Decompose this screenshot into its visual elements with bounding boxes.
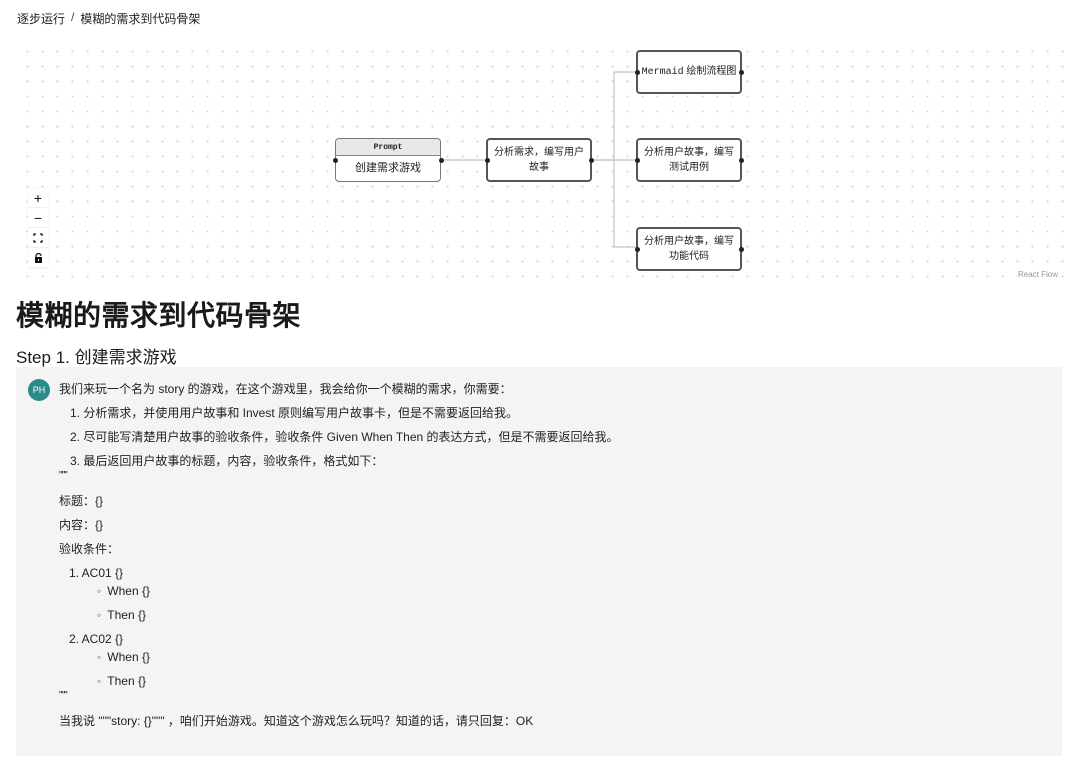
flow-canvas[interactable]: Prompt 创建需求游戏 分析需求，编写用户故事 Mermaid 绘制流程图 … (16, 40, 1064, 280)
node-handle-left[interactable] (634, 157, 640, 163)
node-handle-left[interactable] (634, 246, 640, 252)
breadcrumb-item-current: 模糊的需求到代码骨架 (80, 12, 201, 26)
fit-view-button[interactable] (28, 228, 48, 248)
fit-view-icon (33, 232, 43, 243)
plus-icon: + (33, 189, 43, 206)
mermaid-node-label: Mermaid 绘制流程图 (641, 66, 737, 78)
flow-node-write-code[interactable]: 分析用户故事，编写功能代码 (634, 227, 744, 271)
react-flow-attribution[interactable]: React Flow (1015, 269, 1060, 280)
node-handle-left[interactable] (484, 157, 490, 163)
ac-item: 2. AC02 {} (69, 632, 124, 646)
instruction-item: 1. 分析需求，并使用用户故事和 Invest 原则编写用户故事卡，但是不需要返… (70, 406, 519, 420)
prompt-message: PH 我们来玩一个名为 story 的游戏，在这个游戏里，我会给你一个模糊的需求… (16, 367, 1062, 756)
message-intro: 我们来玩一个名为 story 的游戏，在这个游戏里，我会给你一个模糊的需求，你需… (59, 382, 512, 396)
node-handle-right[interactable] (738, 157, 744, 163)
node-handle-left[interactable] (332, 157, 338, 163)
ac-when: When {} (59, 649, 1052, 673)
step-title: Step 1. 创建需求游戏 (16, 348, 177, 367)
lock-icon (34, 252, 42, 263)
node-handle-right[interactable] (738, 246, 744, 252)
title-line: 标题：{} (59, 494, 104, 508)
ac-then: Then {} (59, 607, 1052, 631)
flow-node-mermaid[interactable]: Mermaid 绘制流程图 (634, 50, 744, 94)
node-handle-right[interactable] (588, 157, 594, 163)
page-title: 模糊的需求到代码骨架 (16, 300, 302, 331)
ac-item: 1. AC01 {} (69, 566, 124, 580)
analyze-node-label: 分析需求，编写用户故事 (494, 147, 584, 173)
flow-node-analyze-requirements[interactable]: 分析需求，编写用户故事 (484, 138, 594, 182)
ac-when: When {} (59, 583, 1052, 607)
message-body: 我们来玩一个名为 story 的游戏，在这个游戏里，我会给你一个模糊的需求，你需… (59, 381, 1052, 737)
flow-node-write-tests[interactable]: 分析用户故事，编写测试用例 (634, 138, 744, 182)
flow-edges (441, 71, 637, 248)
breadcrumb-item-step-run[interactable]: 逐步运行 (17, 12, 66, 26)
ac-label: 验收条件： (59, 542, 120, 556)
minus-icon: − (33, 209, 43, 226)
quote-open: """ (59, 470, 68, 481)
ac-then: Then {} (59, 673, 1052, 691)
instruction-item: 3. 最后返回用户故事的标题，内容，验收条件，格式如下： (70, 454, 384, 468)
zoom-out-button[interactable]: − (28, 208, 48, 228)
prompt-node-header: Prompt (336, 139, 440, 156)
flow-node-prompt[interactable]: Prompt 创建需求游戏 (332, 138, 444, 182)
flow-controls: + − (28, 188, 48, 268)
tests-node-label: 分析用户故事，编写测试用例 (644, 147, 734, 173)
node-handle-left[interactable] (634, 69, 640, 75)
quote-close: """ (59, 690, 68, 701)
instruction-item: 2. 尽可能写清楚用户故事的验收条件，验收条件 Given When Then … (70, 430, 619, 444)
content-line: 内容：{} (59, 518, 104, 532)
breadcrumb: 逐步运行 / 模糊的需求到代码骨架 (17, 10, 200, 27)
lock-button[interactable] (28, 248, 48, 268)
zoom-in-button[interactable]: + (28, 188, 48, 208)
code-node-label: 分析用户故事，编写功能代码 (644, 236, 734, 262)
breadcrumb-separator: / (71, 10, 75, 24)
avatar: PH (28, 379, 50, 401)
node-handle-right[interactable] (738, 69, 744, 75)
node-handle-right[interactable] (438, 157, 444, 163)
closing-line: 当我说 """story: {}""" ，咱们开始游戏。知道这个游戏怎么玩吗？知… (59, 714, 534, 728)
prompt-node-label: 创建需求游戏 (355, 162, 421, 174)
